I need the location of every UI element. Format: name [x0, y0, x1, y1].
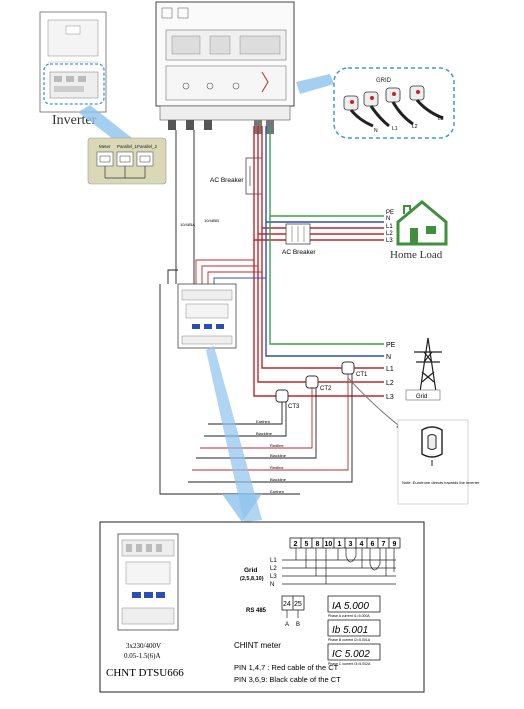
- readout-1: IA 5.000: [332, 601, 369, 612]
- grid-bus-l1: L1: [386, 366, 394, 373]
- terminal-number: 9: [393, 541, 397, 548]
- meter-feed-wires: [167, 130, 266, 284]
- home-icon: [396, 200, 448, 246]
- grid-bus: [253, 216, 384, 397]
- terminal-number: 10: [325, 541, 333, 548]
- wire-label-6: Blackline: [270, 477, 287, 482]
- pin-note-1: PIN 1,4,7 : Red cable of the CT: [234, 663, 339, 672]
- terminal-number: 7: [382, 541, 386, 548]
- ct1-clamp: [341, 361, 355, 375]
- ac-breaker-load-label: AC Breaker: [282, 249, 316, 256]
- wire-label-2: Blackline: [256, 431, 273, 436]
- readout-sub-2: Phase B current I2=5.001A: [328, 638, 371, 642]
- ct2-label: CT2: [320, 386, 332, 392]
- grid-bus-l3: L3: [386, 394, 394, 401]
- bus-label-pe: PE: [386, 210, 394, 216]
- detail-line-l3: L3: [270, 574, 277, 580]
- load-bus: [253, 126, 384, 241]
- terminal-number: 4: [360, 541, 364, 548]
- meter-large: [117, 533, 179, 631]
- ct1-label: CT1: [356, 372, 368, 378]
- port-label-3: Parallel_2: [137, 144, 158, 149]
- rs485-pin-24: 24: [283, 601, 291, 608]
- grid-bus-n: N: [386, 354, 391, 361]
- wire-label-1: Earthen: [256, 419, 270, 424]
- cable-label-a: 10/485A: [180, 222, 195, 227]
- readout-sub-1: Phase A current I1=5.000A: [328, 614, 370, 618]
- wire-label-5: Redline: [270, 465, 284, 470]
- grid-bus-pe: PE: [386, 342, 396, 349]
- detail-callout-arrowhead: [222, 494, 262, 522]
- rs485-pin-25: 25: [294, 601, 302, 608]
- inverter-ports-small: [49, 71, 99, 99]
- detail-grid-label: Grid: [244, 567, 257, 574]
- meter-spec-2: 0.05-1.5(6)A: [124, 652, 161, 660]
- rs485-a: A: [285, 622, 289, 628]
- ac-breaker-top-label: AC Breaker: [210, 177, 244, 184]
- terminal-number: 6: [371, 541, 375, 548]
- grid-ct-l1: L1: [392, 126, 398, 132]
- bus-label-l1: L1: [386, 224, 393, 230]
- port-label-2: Parallel_1: [117, 144, 138, 149]
- grid-sign-label: Grid: [416, 394, 427, 400]
- bus-label-l3: L3: [386, 238, 393, 244]
- terminal-number: 8: [316, 541, 320, 548]
- bus-label-n: N: [386, 216, 390, 222]
- pylon-icon: [414, 337, 442, 393]
- ct2-clamp: [305, 375, 319, 389]
- meter-model: CHNT DTSU666: [106, 667, 184, 679]
- port-label-1: Meter: [99, 144, 111, 149]
- readout-3: IC 5.002: [332, 649, 370, 660]
- pin-note-2: PIN 3,6,9: Black cable of the CT: [234, 675, 341, 684]
- detail-line-l1: L1: [270, 558, 277, 564]
- ct-note-arrow: [347, 377, 403, 429]
- rs485-label: RS 485: [246, 608, 267, 614]
- readout-2: Ib 5.001: [332, 625, 368, 636]
- terminal-number: 3: [349, 541, 353, 548]
- detail-grid-lines: [282, 548, 396, 585]
- rs485-b: B: [296, 622, 300, 628]
- wire-label-4: Blackline: [270, 453, 287, 458]
- home-load-label: Home Load: [390, 249, 443, 261]
- grid-callout-arrow: [296, 74, 334, 94]
- meter-caption: CHINT meter: [234, 641, 281, 650]
- inverter-callout-box: [43, 63, 105, 105]
- inverter-main: [155, 1, 295, 134]
- ct3-clamp: [275, 389, 289, 403]
- grid-sign: [405, 389, 441, 401]
- grid-ct-n: N: [374, 128, 378, 134]
- ct3-label: CT3: [288, 404, 300, 410]
- grid-ct-l2: L2: [412, 124, 418, 130]
- grid-ct-title: GRID: [376, 78, 392, 84]
- terminal-number: 5: [305, 541, 309, 548]
- grid-ct-l3: L3: [438, 116, 444, 122]
- meter-spec-1: 3x230/400V: [126, 642, 161, 650]
- cable-label-b: 10/485B: [204, 218, 219, 223]
- rs485-block: [281, 595, 305, 618]
- ac-breaker-load: [285, 223, 311, 245]
- ct-note-box: [397, 419, 469, 505]
- terminal-number: 1: [338, 541, 342, 548]
- readout-sub-3: Phase C current I3=5.002A: [328, 662, 371, 666]
- detail-line-n: N: [270, 582, 274, 588]
- wire-label-3: Redline: [270, 443, 284, 448]
- port-callout-arrow: [78, 105, 132, 146]
- terminal-number: 2: [294, 541, 298, 548]
- detail-callout-arrow: [206, 346, 262, 522]
- readout-boxes: [327, 595, 381, 661]
- ct-note-text-1: Note: Eurotrone directs towards the inve…: [402, 480, 480, 485]
- port-zoom-box: [87, 137, 167, 185]
- grid-ct-clamps: [343, 85, 444, 128]
- detail-grid-pins: (2,5,8,10): [240, 576, 264, 582]
- wire-label-7: Earthen: [270, 489, 284, 494]
- detail-line-l2: L2: [270, 566, 277, 572]
- bus-label-l2: L2: [386, 231, 393, 237]
- meter-middle: [177, 283, 237, 349]
- terminal-cell: [388, 537, 401, 549]
- grid-bus-l2: L2: [386, 380, 394, 387]
